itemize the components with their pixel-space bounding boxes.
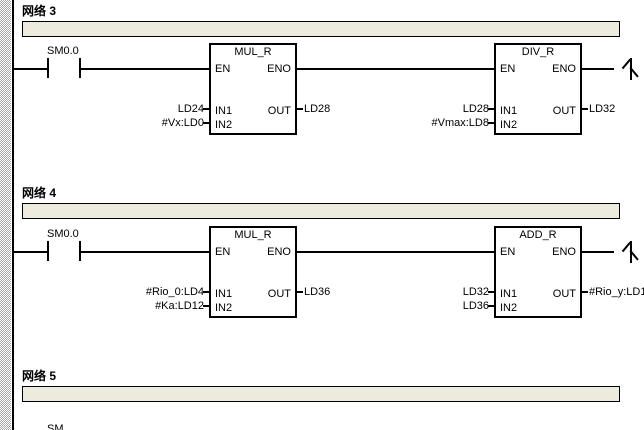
contact-bar-right	[79, 58, 81, 78]
pin-en: EN	[215, 246, 231, 258]
network-3-number: 3	[49, 4, 57, 18]
network-3-block-div-r[interactable]: DIV_R EN ENO IN1 IN2 OUT	[494, 43, 582, 135]
pin-eno: ENO	[267, 63, 291, 75]
network-4-add-in1-operand[interactable]: LD32	[462, 286, 489, 298]
stub-in2	[488, 305, 494, 307]
network-5-title: 网络 5	[22, 369, 56, 383]
network-3-div-in1-operand[interactable]: LD28	[462, 103, 489, 115]
network-4-contact-label: SM0.0	[47, 228, 79, 240]
network-4-wire-mul-to-add	[297, 251, 494, 253]
network-4-wire-add-to-arrow	[582, 251, 614, 253]
pin-in1: IN1	[500, 288, 518, 300]
network-4-title: 网络 4	[22, 186, 56, 200]
stub-in1	[203, 291, 209, 293]
pin-eno: ENO	[267, 246, 291, 258]
network-4-title-prefix: 网络	[22, 186, 47, 200]
arrow-end-bar	[630, 58, 632, 80]
pin-in1: IN1	[215, 288, 233, 300]
pin-en: EN	[500, 246, 516, 258]
scroll-gutter[interactable]	[0, 0, 11, 430]
network-3-title: 网络 3	[22, 4, 56, 18]
stub-in1	[488, 291, 494, 293]
pin-in2: IN2	[500, 119, 518, 131]
contact-bar-left	[47, 241, 49, 261]
pin-in2: IN2	[500, 302, 518, 314]
stub-in2	[203, 305, 209, 307]
contact-bar-left	[47, 58, 49, 78]
power-rail	[12, 0, 14, 430]
stub-out	[582, 291, 588, 293]
block-title: MUL_R	[234, 46, 272, 58]
network-4-wire-contact-to-mul	[81, 251, 209, 253]
network-3-div-out-operand[interactable]: LD32	[589, 103, 616, 115]
network-5-title-prefix: 网络	[22, 369, 47, 383]
network-3-continuation-arrow-icon	[608, 58, 639, 80]
block-title: ADD_R	[519, 229, 557, 241]
network-5-number: 5	[49, 369, 57, 383]
network-3-wire-rail-to-contact	[13, 68, 47, 70]
network-4-mul-in1-operand[interactable]: #Rio_0:LD4	[145, 286, 204, 298]
pin-en: EN	[215, 63, 231, 75]
network-3-div-in2-operand[interactable]: #Vmax:LD8	[431, 117, 489, 129]
pin-out: OUT	[552, 288, 576, 300]
network-4-block-mul-r[interactable]: MUL_R EN ENO IN1 IN2 OUT	[209, 226, 297, 318]
pin-en: EN	[500, 63, 516, 75]
network-3-title-prefix: 网络	[22, 4, 47, 18]
network-4-mul-out-operand[interactable]: LD36	[304, 286, 331, 298]
network-4-contact-sm00[interactable]	[47, 241, 81, 261]
block-title: MUL_R	[234, 229, 272, 241]
contact-bar-right	[79, 241, 81, 261]
network-3-mul-out-operand[interactable]: LD28	[304, 103, 331, 115]
arrow-end-bar	[630, 241, 632, 263]
network-5-comment-bar[interactable]	[22, 386, 620, 402]
network-4-number: 4	[49, 186, 57, 200]
network-4-add-out-operand[interactable]: #Rio_y:LD1	[589, 286, 644, 298]
pin-eno: ENO	[552, 63, 576, 75]
stub-out	[582, 108, 588, 110]
network-5-partial-contact-label: SM	[47, 423, 64, 430]
block-title: DIV_R	[521, 46, 555, 58]
network-3-contact-label: SM0.0	[47, 45, 79, 57]
network-4-add-in2-operand[interactable]: LD36	[462, 300, 489, 312]
pin-in1: IN1	[215, 105, 233, 117]
network-4-block-add-r[interactable]: ADD_R EN ENO IN1 IN2 OUT	[494, 226, 582, 318]
network-3-mul-in2-operand[interactable]: #Vx:LD0	[161, 117, 204, 129]
network-3-block-mul-r[interactable]: MUL_R EN ENO IN1 IN2 OUT	[209, 43, 297, 135]
pin-out: OUT	[267, 105, 291, 117]
network-3-wire-contact-to-mul	[81, 68, 209, 70]
stub-in2	[203, 122, 209, 124]
pin-in1: IN1	[500, 105, 518, 117]
network-3-contact-sm00[interactable]	[47, 58, 81, 78]
network-4-wire-rail-to-contact	[13, 251, 47, 253]
pin-out: OUT	[552, 105, 576, 117]
network-3-comment-bar[interactable]	[22, 21, 620, 37]
pin-in2: IN2	[215, 119, 233, 131]
pin-out: OUT	[267, 288, 291, 300]
stub-out	[297, 291, 303, 293]
network-4-comment-bar[interactable]	[22, 203, 620, 219]
pin-eno: ENO	[552, 246, 576, 258]
network-4-mul-in2-operand[interactable]: #Ka:LD12	[155, 300, 204, 312]
pin-in2: IN2	[215, 302, 233, 314]
network-3-wire-div-to-arrow	[582, 68, 614, 70]
stub-in1	[488, 108, 494, 110]
network-3-mul-in1-operand[interactable]: LD24	[177, 103, 204, 115]
stub-in2	[488, 122, 494, 124]
network-3-wire-mul-to-div	[297, 68, 494, 70]
network-4-continuation-arrow-icon	[608, 241, 639, 263]
stub-in1	[203, 108, 209, 110]
stub-out	[297, 108, 303, 110]
